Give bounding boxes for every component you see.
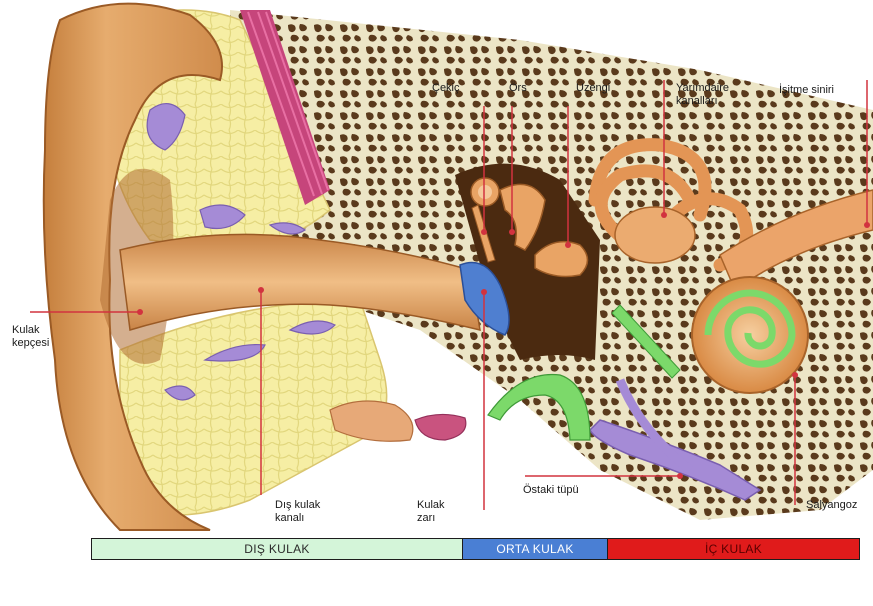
- label-malleus: Çekiç: [432, 82, 460, 95]
- label-ear-canal: Dış kulak kanalı: [275, 499, 320, 525]
- cochlea: [692, 277, 808, 393]
- label-incus: Örs: [509, 82, 527, 95]
- label-semicircular-canals: Yarımdaire kanalları: [676, 82, 729, 108]
- label-auditory-nerve: İşitme siniri: [779, 84, 834, 97]
- label-eustachian-tube: Östaki tüpü: [523, 484, 579, 497]
- label-eardrum: Kulak zarı: [417, 499, 445, 525]
- region-middle-ear: ORTA KULAK: [462, 538, 608, 560]
- label-cochlea: Salyangoz: [806, 499, 857, 512]
- region-inner-ear: İÇ KULAK: [607, 538, 860, 560]
- label-pinna: Kulak kepçesi: [12, 324, 49, 350]
- region-outer-ear: DIŞ KULAK: [91, 538, 463, 560]
- label-stapes: Üzengi: [576, 82, 610, 95]
